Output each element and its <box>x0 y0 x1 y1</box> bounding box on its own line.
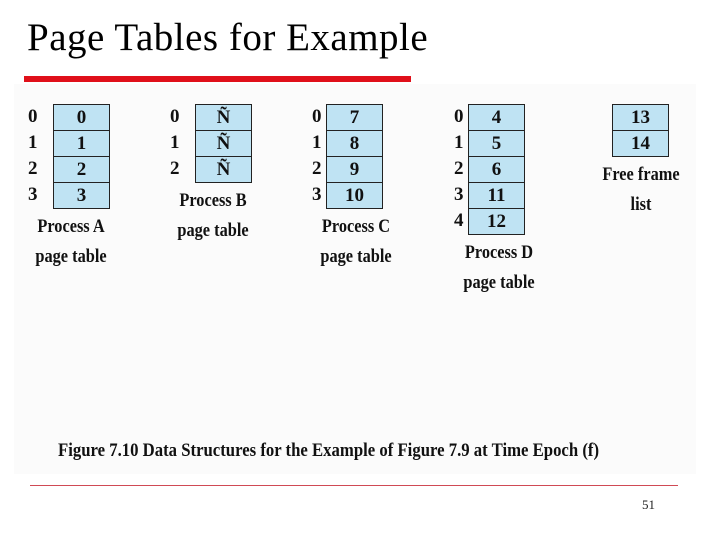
page-table-d-caption-line: page table <box>463 272 535 293</box>
page-number: 51 <box>642 497 655 512</box>
frame-cell: 8 <box>327 131 382 157</box>
page-index: 4 <box>454 210 464 231</box>
page-table-a-caption-line: page table <box>35 246 107 267</box>
page-index: 2 <box>28 158 38 179</box>
free-frame-cell: 14 <box>631 133 650 154</box>
page-table-b-caption: Process B page table <box>127 186 299 246</box>
page-table-c-caption-line: page table <box>320 246 392 267</box>
frame-cell: 4 <box>469 105 524 131</box>
frame-cell: 6 <box>469 157 524 183</box>
free-frame-list-caption-line: Free frame <box>602 164 680 185</box>
page-index: 0 <box>312 106 322 127</box>
page-index: 0 <box>28 106 38 127</box>
page-index: 3 <box>28 184 38 205</box>
title-underline <box>24 76 411 82</box>
frame-cell: 3 <box>76 185 87 206</box>
frame-cell: 10 <box>345 185 364 206</box>
frame-cell: 0 <box>54 105 109 131</box>
free-frame-list-caption: Free frame list <box>555 160 720 220</box>
frame-cell: 5 <box>469 131 524 157</box>
frame-cell: 7 <box>327 105 382 131</box>
page-index: 3 <box>454 184 464 205</box>
page-index-column: 0 1 2 <box>170 104 184 182</box>
page-index: 1 <box>28 132 38 153</box>
page-index: 1 <box>170 132 180 153</box>
free-frame-list-caption-line: list <box>630 194 652 215</box>
frame-cell: 9 <box>327 157 382 183</box>
frame-cell: 1 <box>54 131 109 157</box>
page-index: 0 <box>454 106 464 127</box>
page-index: 2 <box>312 158 322 179</box>
page-table-d-caption-line: Process D <box>464 242 534 263</box>
page-table-c-caption-line: Process C <box>321 216 391 237</box>
page-index: 1 <box>312 132 322 153</box>
page-table-d-caption: Process D page table <box>413 238 585 298</box>
page-index-column: 0 1 2 3 <box>312 104 326 208</box>
page-index-column: 0 1 2 3 4 <box>454 104 468 234</box>
page-index: 0 <box>170 106 180 127</box>
page-index: 1 <box>454 132 464 153</box>
frame-cell: 2 <box>54 157 109 183</box>
page-table-c-caption: Process C page table <box>270 212 442 272</box>
page-table-b-caption-line: Process B <box>179 190 247 211</box>
page-index: 2 <box>170 158 180 179</box>
frame-cell: 11 <box>469 183 524 209</box>
page-index: 3 <box>312 184 322 205</box>
page-table-b-caption-line: page table <box>177 220 249 241</box>
slide-title: Page Tables for Example <box>27 16 429 59</box>
page-table-a-caption: Process A page table <box>0 212 157 272</box>
page-index: 2 <box>454 158 464 179</box>
footer-rule <box>30 485 678 486</box>
frame-cell: Ñ <box>196 131 251 157</box>
frame-cell: 12 <box>487 211 506 232</box>
frame-cell: Ñ <box>216 159 231 180</box>
figure-caption: Figure 7.10 Data Structures for the Exam… <box>58 440 600 461</box>
frame-cell: Ñ <box>196 105 251 131</box>
page-table-a-caption-line: Process A <box>37 216 105 237</box>
free-frame-cell: 13 <box>613 105 668 131</box>
page-index-column: 0 1 2 3 <box>28 104 42 208</box>
